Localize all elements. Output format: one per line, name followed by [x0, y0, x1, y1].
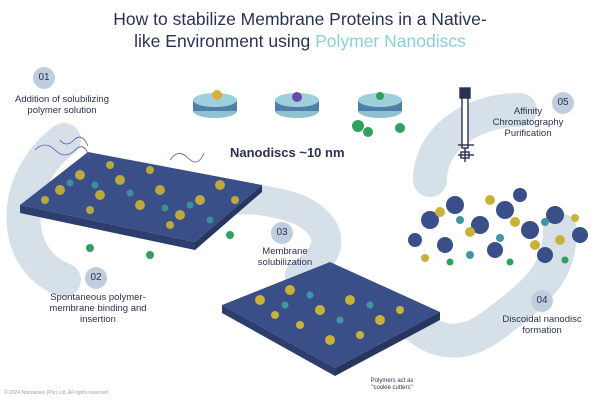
- step-04-text: Discoidal nanodisc formation: [502, 314, 582, 336]
- page-title: How to stabilize Membrane Proteins in a …: [113, 9, 487, 51]
- nanodisc-2: [275, 92, 319, 118]
- step-03-badge: 03: [271, 222, 293, 244]
- step-04-badge: 04: [531, 290, 553, 312]
- chromatography-column-icon: [458, 87, 474, 162]
- nanodisc-examples: [193, 90, 405, 137]
- step-05-text: Affinity Chromatography Purification: [492, 106, 564, 139]
- step-02-text: Spontaneous polymer- membrane binding an…: [49, 292, 147, 325]
- solubilizing-membrane: [222, 262, 440, 376]
- lipid-membrane-sheet: [20, 136, 262, 259]
- step-01-text: Addition of solubilizing polymer solutio…: [14, 94, 109, 116]
- nanodisc-3: [352, 92, 405, 137]
- cookie-cutter-note: Polymers act as "cookie cutters": [370, 378, 414, 391]
- step-05-badge: 05: [552, 92, 574, 114]
- nanodisc-size-label: Nanodiscs ~10 nm: [230, 145, 345, 160]
- nanodisc-1: [193, 90, 237, 118]
- step-01-badge: 01: [33, 67, 55, 89]
- step-02-badge: 02: [85, 267, 107, 289]
- nanodisc-cluster: [408, 188, 588, 266]
- step-03-text: Membrane solubilization: [257, 246, 313, 268]
- copyright-notice: © 2024 Nanowave (Pty) Ltd. All rights re…: [4, 390, 109, 396]
